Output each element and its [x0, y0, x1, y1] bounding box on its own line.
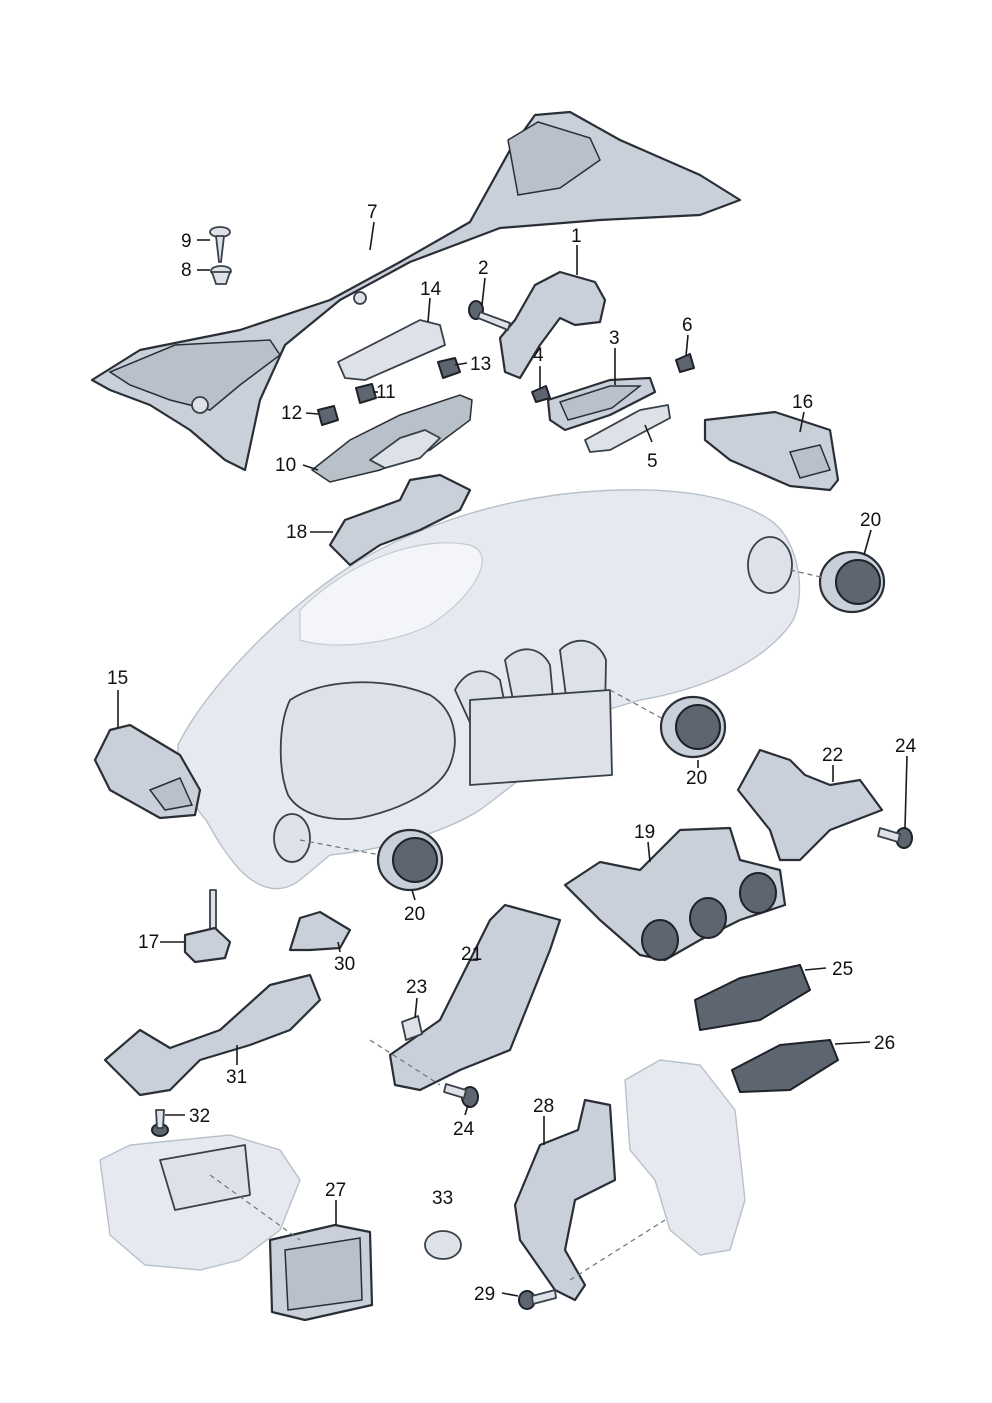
part-1-cover	[498, 270, 607, 380]
callout-33: 33	[432, 1188, 453, 1209]
part-6-nut	[675, 353, 695, 373]
callout-20-right: 20	[860, 510, 881, 531]
callout-21: 21	[461, 944, 482, 965]
callout-15: 15	[107, 668, 128, 689]
part-7-plenum-panel	[90, 110, 742, 472]
part-20-round-vent-left	[376, 828, 444, 892]
callout-4: 4	[533, 345, 544, 366]
part-16-storage-tray	[703, 410, 840, 492]
part-21-footwell-duct	[388, 903, 562, 1092]
part-20-round-vent-right	[818, 550, 886, 614]
part-17-sensor	[183, 889, 232, 964]
callout-29: 29	[474, 1284, 495, 1305]
callout-26: 26	[874, 1033, 895, 1054]
part-29-screw	[518, 1289, 557, 1310]
callout-20-center: 20	[686, 768, 707, 789]
part-23-clip	[401, 1015, 423, 1041]
part-10-trim-panel	[310, 394, 473, 483]
callout-24-upper: 24	[895, 736, 917, 757]
callout-7: 7	[367, 202, 378, 223]
part-15-storage-tray	[93, 723, 202, 820]
lower-left-console-faint	[99, 1134, 301, 1271]
callout-9: 9	[181, 231, 192, 252]
part-26-switch-panel	[731, 1039, 839, 1093]
part-12-switch	[317, 405, 339, 426]
callout-18: 18	[286, 522, 307, 543]
part-24-screw-upper	[877, 827, 913, 849]
part-25-switch-panel	[694, 964, 811, 1031]
part-32-screw	[151, 1109, 169, 1137]
dashboard-panel	[177, 489, 801, 890]
part-18-bracket	[328, 473, 472, 567]
callout-23: 23	[406, 977, 427, 998]
callout-20-left: 20	[404, 904, 425, 925]
callout-labels: 1 2 3 4 5 6 7 8 9 10 11 12 13 14 15 16 1…	[107, 202, 917, 1305]
leader-lines	[117, 221, 908, 1297]
part-19-center-duct	[563, 826, 787, 962]
part-13-switch	[437, 357, 461, 379]
callout-22: 22	[822, 745, 843, 766]
callout-5: 5	[647, 451, 658, 472]
part-2-screw	[468, 300, 511, 331]
callout-1: 1	[571, 226, 582, 247]
part-31-bracket	[103, 973, 322, 1097]
part-27-vent-grille	[268, 1223, 374, 1322]
callout-28: 28	[533, 1096, 554, 1117]
callout-30: 30	[334, 954, 355, 975]
callout-24-lower: 24	[453, 1119, 475, 1140]
part-20-round-vent-center	[659, 695, 727, 759]
part-8-clip-nut	[210, 265, 232, 285]
callout-2: 2	[478, 258, 489, 279]
callout-14: 14	[420, 279, 442, 300]
callout-25: 25	[832, 959, 853, 980]
callout-19: 19	[634, 822, 655, 843]
callout-3: 3	[609, 328, 620, 349]
callout-27: 27	[325, 1180, 346, 1201]
callout-32: 32	[189, 1106, 210, 1127]
part-22-air-duct	[736, 748, 884, 862]
callout-13: 13	[470, 354, 491, 375]
callout-17: 17	[138, 932, 159, 953]
part-30-duct-elbow	[288, 910, 352, 952]
part-28-bracket	[513, 1098, 617, 1302]
part-14-cover-strip	[337, 319, 446, 381]
part-4-nut	[531, 385, 551, 403]
part-11-switch	[355, 383, 377, 404]
lower-right-assembly-faint	[624, 1059, 746, 1256]
part-3-vent-grille	[546, 376, 657, 432]
part-24-screw-lower	[443, 1083, 479, 1108]
callout-8: 8	[181, 260, 192, 281]
callout-16: 16	[792, 392, 813, 413]
callout-12: 12	[281, 403, 302, 424]
callout-6: 6	[682, 315, 693, 336]
part-9-screw	[209, 226, 231, 263]
part-5-gasket	[584, 404, 671, 453]
callout-31: 31	[226, 1067, 247, 1088]
part-33-plug	[424, 1230, 462, 1260]
callout-10: 10	[275, 455, 296, 476]
callout-11: 11	[376, 382, 396, 403]
